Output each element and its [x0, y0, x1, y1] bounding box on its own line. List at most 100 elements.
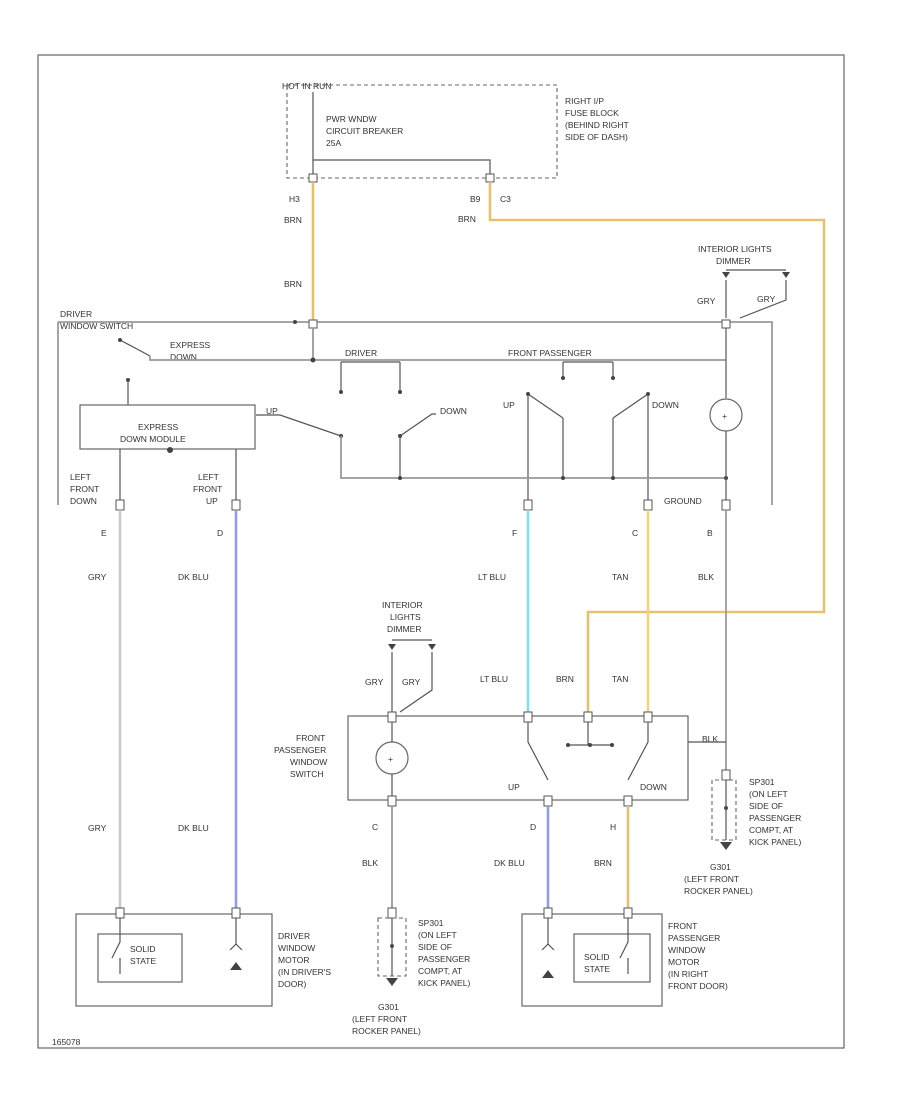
wire-label-brn-4: BRN: [556, 674, 574, 684]
left-front-up-label-1: LEFT: [198, 472, 219, 482]
interior-lights-mid-label-2: LIGHTS: [390, 612, 421, 622]
wire-label-tan-1: TAN: [612, 572, 628, 582]
splice-bottom-label-5: COMPT, AT: [418, 966, 462, 976]
passenger-motor-label-3: WINDOW: [668, 945, 705, 955]
ground-right-label-1: G301: [710, 862, 731, 872]
wire-label-tan-2: TAN: [612, 674, 628, 684]
passenger-pin-h: H: [610, 822, 616, 832]
fuse-pin-c3-connector: [485, 173, 495, 183]
wire-label-brn-1: BRN: [284, 215, 302, 225]
driver-window-switch: DRIVER WINDOW SWITCH EXPRESS DOWN DRIVER…: [57, 309, 773, 538]
passenger-motor-label-1: FRONT: [668, 921, 697, 931]
ground-bottom-label-2: (LEFT FRONT: [352, 1014, 407, 1024]
passenger-switch-title-4: SWITCH: [290, 769, 324, 779]
driver-pin-f: F: [512, 528, 517, 538]
left-front-down-label-3: DOWN: [70, 496, 97, 506]
passenger-switch-title-2: PASSENGER: [274, 745, 326, 755]
wire-label-gry-4: GRY: [88, 823, 107, 833]
fuse-location-label-2: FUSE BLOCK: [565, 108, 619, 118]
passenger-motor-label-5: (IN RIGHT: [668, 969, 708, 979]
wire-label-dk-blu-1: DK BLU: [178, 572, 209, 582]
wire-label-brn-3: BRN: [458, 214, 476, 224]
ground-bottom-label-3: ROCKER PANEL): [352, 1026, 421, 1036]
fuse-block-outline: [286, 84, 558, 179]
splice-bottom: SP301 (ON LEFT SIDE OF PASSENGER COMPT, …: [352, 907, 470, 1036]
driver-down-label: DOWN: [440, 406, 467, 416]
ground-right-label-3: ROCKER PANEL): [684, 886, 753, 896]
svg-text:+: +: [388, 754, 393, 764]
fuse-location-label-4: SIDE OF DASH): [565, 132, 628, 142]
wire-label-gry-mid-2: GRY: [402, 677, 421, 687]
passenger-motor-inner: [573, 933, 651, 983]
passenger-motor-label-2: PASSENGER: [668, 933, 720, 943]
interior-lights-top: INTERIOR LIGHTS DIMMER GRY GRY: [697, 244, 790, 319]
left-front-down-label-1: LEFT: [70, 472, 91, 482]
fuse-pin-h3-connector: [308, 173, 318, 183]
fuse-location-label-3: (BEHIND RIGHT: [565, 120, 629, 130]
wire-label-dk-blu-2: DK BLU: [178, 823, 209, 833]
wire-label-dk-blu-3: DK BLU: [494, 858, 525, 868]
driver-motor-inner: [97, 933, 183, 983]
passenger-motor-inner-1: SOLID: [584, 952, 610, 962]
wire-label-gry-1: GRY: [697, 296, 716, 306]
splice-right-label-2: (ON LEFT: [749, 789, 788, 799]
splice-right-label-6: KICK PANEL): [749, 837, 801, 847]
wire-label-lt-blu-2: LT BLU: [480, 674, 508, 684]
passenger-switch-outline: [347, 715, 689, 801]
fuse-pin-b9: B9: [470, 194, 481, 204]
ground-label: GROUND: [664, 496, 702, 506]
passenger-switch-title-3: WINDOW: [290, 757, 327, 767]
passenger-pin-d: D: [530, 822, 536, 832]
driver-motor-label-1: DRIVER: [278, 931, 310, 941]
driver-switch-title-2: WINDOW SWITCH: [60, 321, 133, 331]
passenger-down-label: DOWN: [640, 782, 667, 792]
left-front-up-label-3: UP: [206, 496, 218, 506]
splice-bottom-label-3: SIDE OF: [418, 942, 452, 952]
wire-label-brn-2: BRN: [284, 279, 302, 289]
fuse-location-label-1: RIGHT I/P: [565, 96, 604, 106]
module-label-1: EXPRESS: [138, 422, 178, 432]
driver-motor-label-4: (IN DRIVER'S: [278, 967, 331, 977]
express-down-label-2: DOWN: [170, 352, 197, 362]
fuse-pin-h3: H3: [289, 194, 300, 204]
driver-label: DRIVER: [345, 348, 377, 358]
ground-bottom-label-1: G301: [378, 1002, 399, 1012]
wire-label-gry-5: GRY: [365, 677, 384, 687]
splice-bottom-label-6: KICK PANEL): [418, 978, 470, 988]
splice-right-label-5: COMPT, AT: [749, 825, 793, 835]
fuse-breaker-label-2: CIRCUIT BREAKER: [326, 126, 403, 136]
express-down-label-1: EXPRESS: [170, 340, 210, 350]
brn-wire-long: [488, 182, 826, 712]
driver-pin-b: B: [707, 528, 713, 538]
wire-label-brn-5: BRN: [594, 858, 612, 868]
passenger-motor-inner-2: STATE: [584, 964, 610, 974]
fuse-pin-c3: C3: [500, 194, 511, 204]
module-label-2: DOWN MODULE: [120, 434, 186, 444]
passenger-switch-title-1: FRONT: [296, 733, 325, 743]
passenger-motor-outline: [521, 913, 663, 1007]
driver-motor-label-5: DOOR): [278, 979, 307, 989]
passenger-window-switch: FRONT PASSENGER WINDOW SWITCH BLK + UP D…: [274, 711, 718, 832]
driver-motor-label-2: WINDOW: [278, 943, 315, 953]
passenger-pin-c: C: [372, 822, 378, 832]
driver-pin-e: E: [101, 528, 107, 538]
passenger-motor-label-4: MOTOR: [668, 957, 699, 967]
ground-right-label-2: (LEFT FRONT: [684, 874, 739, 884]
fuse-breaker-label-3: 25A: [326, 138, 341, 148]
interior-lights-top-label-1: INTERIOR LIGHTS: [698, 244, 772, 254]
fuse-hot-in-run-label: HOT IN RUN: [282, 81, 331, 91]
svg-text:+: +: [722, 411, 727, 421]
figure-id: 165078: [52, 1037, 81, 1047]
driver-motor-inner-2: STATE: [130, 956, 156, 966]
driver-motor-label-3: MOTOR: [278, 955, 309, 965]
passenger-motor-label-6: FRONT DOOR): [668, 981, 728, 991]
wire-label-gry-2: GRY: [757, 294, 776, 304]
passenger-up-label-in-driver: UP: [503, 400, 515, 410]
wire-label-blk-2: BLK: [362, 858, 378, 868]
splice-bottom-label-4: PASSENGER: [418, 954, 470, 964]
wire-label-gry-3: GRY: [88, 572, 107, 582]
interior-lights-top-label-2: DIMMER: [716, 256, 750, 266]
splice-bottom-label-1: SP301: [418, 918, 444, 928]
splice-right-label-3: SIDE OF: [749, 801, 783, 811]
